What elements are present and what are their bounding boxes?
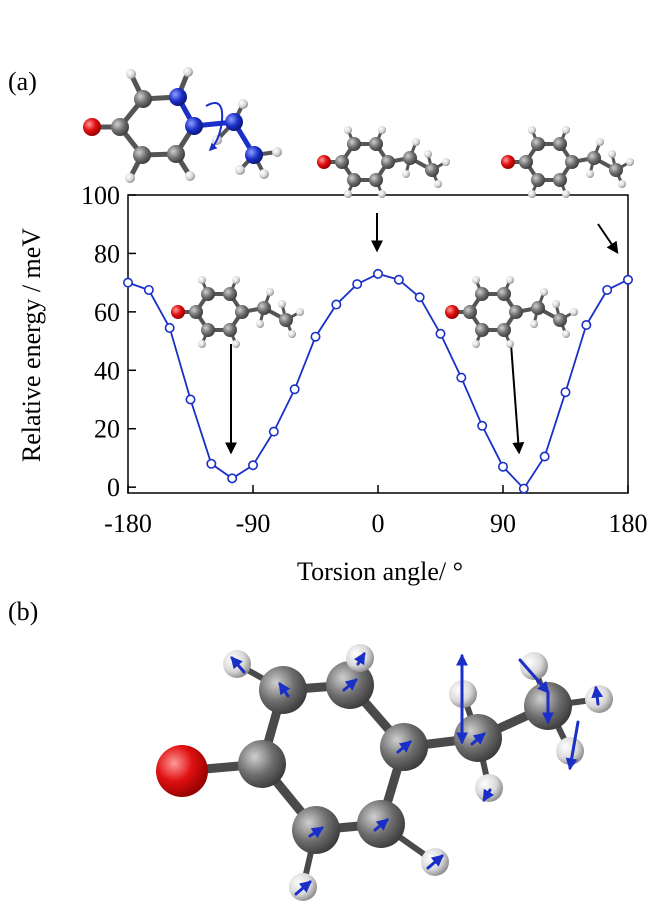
data-point — [497, 461, 508, 472]
panel-label-b: (b) — [8, 597, 38, 626]
pointer-arrows — [225, 213, 619, 455]
data-point — [435, 328, 446, 339]
y-tick-label: 40 — [94, 356, 120, 385]
molecule-vibrational-mode — [156, 644, 613, 901]
panel-label-a: (a) — [8, 67, 37, 96]
data-point — [518, 483, 529, 494]
data-point — [206, 458, 217, 469]
y-tick-label: 100 — [81, 181, 120, 210]
y-axis-label: Relative energy / meV — [17, 228, 46, 462]
x-tick-label: -90 — [236, 509, 271, 538]
data-point — [477, 420, 488, 431]
displacement-vectors — [230, 651, 604, 896]
data-point — [352, 279, 363, 290]
data-point — [372, 268, 383, 279]
data-point — [539, 451, 550, 462]
arrow-minimum-right — [510, 343, 525, 455]
x-tick-label: 90 — [490, 509, 516, 538]
rotation-arrow-icon — [205, 102, 224, 152]
data-point — [164, 322, 175, 333]
conformer-inset-left-mid — [171, 276, 304, 348]
y-tick-label: 80 — [94, 239, 120, 268]
molecule-highlighted-torsion — [83, 67, 282, 183]
data-point — [268, 426, 279, 437]
data-point — [123, 277, 134, 288]
data-point — [248, 460, 259, 471]
y-tick-label: 0 — [107, 473, 120, 502]
x-axis-label: Torsion angle/ ° — [297, 557, 463, 586]
x-tick-label: -180 — [104, 509, 152, 538]
y-tick-label: 20 — [94, 415, 120, 444]
data-point — [581, 320, 592, 331]
data-point — [310, 331, 321, 342]
conformer-inset-center-top — [317, 126, 450, 198]
data-point — [456, 372, 467, 383]
data-point — [622, 274, 633, 285]
x-tick-label: 180 — [609, 509, 648, 538]
data-point — [227, 473, 238, 484]
conformer-inset-right-top — [501, 126, 634, 198]
data-point — [289, 384, 300, 395]
arrow-maximum-right — [597, 223, 619, 254]
energy-plot: 0 20 40 60 80 100 -180 -90 0 90 180 Torsion angle… — [17, 181, 648, 586]
data-point — [393, 274, 404, 285]
y-axis-ticks: 0 20 40 60 80 100 — [81, 181, 136, 502]
data-point — [602, 284, 613, 295]
x-axis-ticks: -180 -90 0 90 180 — [104, 485, 648, 538]
data-point — [414, 292, 425, 303]
data-point — [143, 284, 154, 295]
conformer-inset-right-mid — [445, 276, 578, 348]
data-point — [331, 299, 342, 310]
x-tick-label: 0 — [372, 509, 385, 538]
data-point — [560, 387, 571, 398]
conformer-insets — [171, 126, 634, 348]
y-tick-label: 60 — [94, 298, 120, 327]
energy-series — [123, 268, 633, 494]
data-point — [185, 394, 196, 405]
